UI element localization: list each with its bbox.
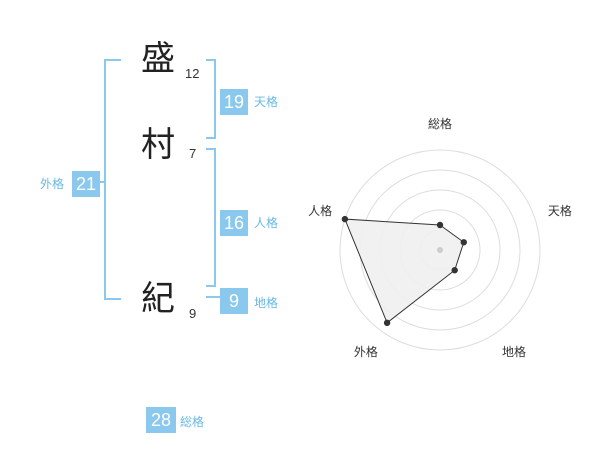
radar-axis-label: 人格 <box>308 203 332 218</box>
radar-grid-ring <box>339 149 541 351</box>
radar-data-point <box>341 215 349 223</box>
name-char-3: 紀 <box>141 279 175 319</box>
gaikaku-label: 外格 <box>40 177 65 191</box>
gaikaku-badge: 21 <box>72 171 100 197</box>
soukaku-badge: 28 <box>146 407 176 433</box>
stroke-count-2: 7 <box>189 146 197 161</box>
radar-data-point <box>451 267 458 274</box>
radar-axis-label: 外格 <box>354 344 378 359</box>
radar-center-dot <box>437 247 443 253</box>
jinkaku-label: 人格 <box>254 216 279 230</box>
tenkaku-badge: 19 <box>220 89 248 115</box>
tenkaku-label: 天格 <box>254 95 279 109</box>
radar-data-point <box>460 239 467 246</box>
stroke-count-1: 12 <box>185 66 200 81</box>
radar-data-point <box>383 319 391 327</box>
radar-axis-label: 天格 <box>548 203 572 218</box>
stroke-count-3: 9 <box>189 306 197 321</box>
jinkaku-badge: 16 <box>220 210 248 236</box>
radar-axis-label: 地格 <box>502 344 526 359</box>
radar-data-point <box>436 221 444 229</box>
name-char-1: 盛 <box>141 39 175 79</box>
radar-axis-label: 総格 <box>428 116 452 131</box>
soukaku-label: 総格 <box>180 415 205 429</box>
chikaku-label: 地格 <box>254 296 279 310</box>
chikaku-badge: 9 <box>220 288 248 314</box>
chikaku-connector <box>206 296 220 298</box>
radar-data-area <box>344 218 465 324</box>
name-char-2: 村 <box>141 125 175 165</box>
